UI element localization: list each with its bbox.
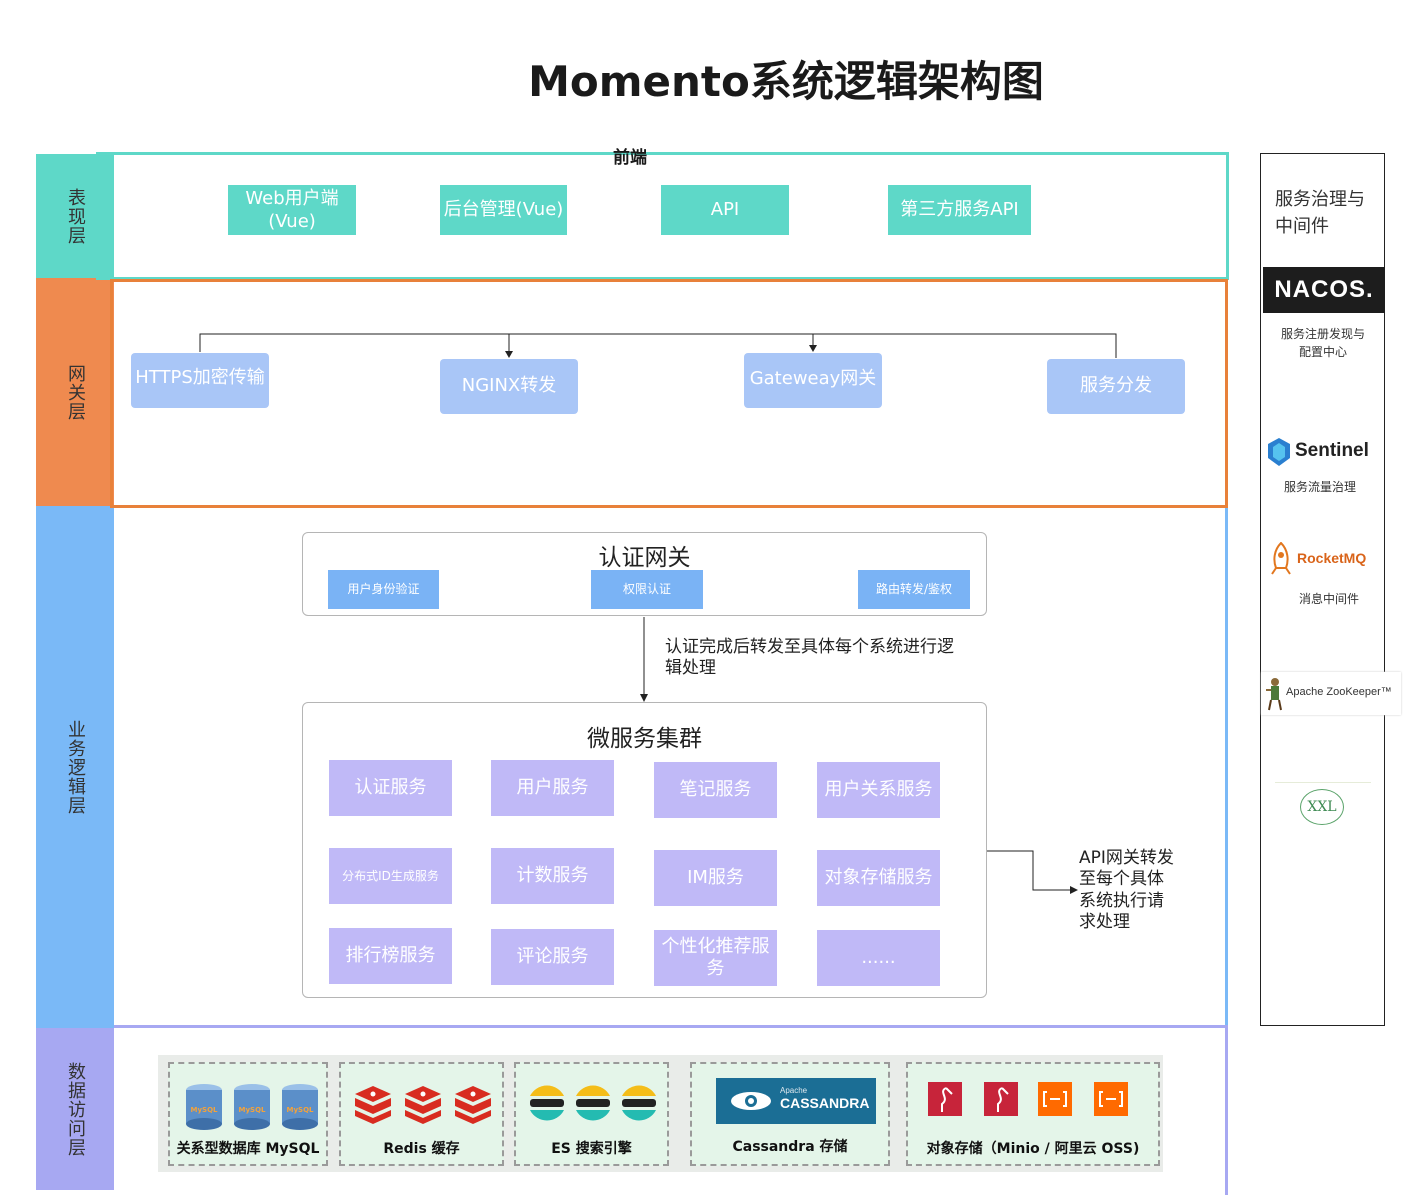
sentinel-logo-text: Sentinel — [1295, 440, 1369, 461]
auth-forward-note: 认证完成后转发至具体每个系统进行逻辑处理 — [665, 637, 954, 679]
mysql-store-label: 关系型数据库 MySQL — [176, 1141, 320, 1157]
object-storage-icon — [928, 1082, 1128, 1116]
nacos-desc: 服务注册发现与配置中心 — [1280, 327, 1365, 359]
permission-auth-box: 权限认证 — [591, 570, 703, 609]
auth-gateway-title: 认证网关 — [598, 545, 691, 571]
data-layer-frame — [114, 1025, 1228, 1195]
gateway-layer-frame — [110, 279, 1228, 508]
service-distributed-id: 分布式ID生成服务 — [329, 848, 452, 904]
gateway-layer-band — [36, 278, 114, 506]
cassandra-store-label: Cassandra 存储 — [732, 1139, 848, 1155]
sentinel-desc: 服务流量治理 — [1283, 480, 1356, 494]
object-storage-label: 对象存储（Minio / 阿里云 OSS) — [926, 1141, 1140, 1157]
presentation-layer-frame — [96, 152, 1229, 280]
zookeeper-logo: Apache ZooKeeper™ — [1261, 672, 1401, 715]
zookeeper-logo-text: Apache ZooKeeper™ — [1286, 686, 1392, 698]
zookeeper-icon — [1266, 678, 1282, 711]
route-auth-box: 路由转发/鉴权 — [858, 570, 970, 609]
xxl-divider — [1275, 782, 1371, 783]
svg-text:MySQL: MySQL — [287, 1106, 315, 1114]
page-title: Momento系统逻辑架构图 — [528, 57, 1044, 106]
mysql-db-icon: MySQL MySQL MySQL — [186, 1084, 318, 1130]
sentinel-icon — [1268, 438, 1290, 466]
layer-label-presentation: 表现层 — [65, 187, 86, 245]
front-end-label: 前端 — [613, 148, 647, 168]
rocketmq-icon — [1271, 542, 1291, 575]
middleware-title: 服务治理与中间件 — [1275, 189, 1365, 237]
business-layer-frame — [114, 508, 1228, 1028]
identity-auth-box: 用户身份验证 — [328, 570, 439, 609]
service-object-storage: 对象存储服务 — [817, 850, 940, 906]
business-layer-band — [36, 506, 114, 1028]
service-im: IM服务 — [654, 850, 777, 906]
elasticsearch-icon — [530, 1085, 656, 1121]
cassandra-store-box: Apache CASSANDRA Cassandra 存储 — [690, 1062, 890, 1166]
layer-label-data: 数据访问层 — [65, 1061, 86, 1157]
web-client-box: Web用户端(Vue) — [228, 185, 356, 235]
service-more: ...... — [817, 930, 940, 986]
gateway-box: Gateweay网关 — [744, 353, 882, 408]
rocketmq-logo-text: RocketMQ — [1297, 550, 1367, 566]
api-forward-note: API网关转发至每个具体系统执行请求处理 — [1079, 848, 1174, 932]
api-box: API — [661, 185, 789, 235]
redis-icon — [355, 1086, 491, 1124]
service-ranking: 排行榜服务 — [329, 928, 452, 984]
svg-text:MySQL: MySQL — [239, 1106, 267, 1114]
service-user-relation: 用户关系服务 — [817, 762, 940, 818]
xxl-logo-text: XXL — [1307, 799, 1337, 815]
object-storage-box: 对象存储（Minio / 阿里云 OSS) — [906, 1062, 1160, 1166]
cassandra-icon: Apache CASSANDRA — [716, 1078, 876, 1124]
service-auth: 认证服务 — [329, 760, 452, 816]
service-dispatch-box: 服务分发 — [1047, 359, 1185, 414]
es-store-label: ES 搜索引擎 — [551, 1141, 632, 1157]
service-count: 计数服务 — [491, 848, 614, 904]
third-party-api-box: 第三方服务API — [888, 185, 1031, 235]
service-note: 笔记服务 — [654, 762, 777, 818]
redis-store-label: Redis 缓存 — [383, 1141, 460, 1157]
admin-console-box: 后台管理(Vue) — [440, 185, 567, 235]
redis-store-box: Redis 缓存 — [339, 1062, 504, 1166]
nacos-logo-text: NACOS. — [1274, 276, 1374, 303]
service-recommendation: 个性化推荐服务 — [654, 930, 777, 986]
nacos-logo: NACOS. — [1263, 267, 1385, 313]
service-comment: 评论服务 — [491, 929, 614, 985]
mysql-store-box: MySQL MySQL MySQL 关系型数据库 MySQL — [168, 1062, 328, 1166]
cassandra-eye-icon — [731, 1092, 771, 1110]
layer-label-gateway: 网关层 — [65, 363, 86, 421]
xxl-job-logo: XXL — [1300, 789, 1344, 825]
layer-label-business: 业务逻辑层 — [65, 719, 86, 815]
nginx-forward-box: NGINX转发 — [440, 359, 578, 414]
svg-text:MySQL: MySQL — [191, 1106, 219, 1114]
data-layer-band — [36, 1028, 114, 1190]
rocketmq-desc: 消息中间件 — [1298, 592, 1359, 606]
service-user: 用户服务 — [491, 760, 614, 816]
es-store-box: ES 搜索引擎 — [514, 1062, 669, 1166]
presentation-layer-band — [36, 154, 114, 278]
https-encryption-box: HTTPS加密传输 — [131, 353, 269, 408]
microservice-cluster-title: 微服务集群 — [587, 726, 702, 752]
